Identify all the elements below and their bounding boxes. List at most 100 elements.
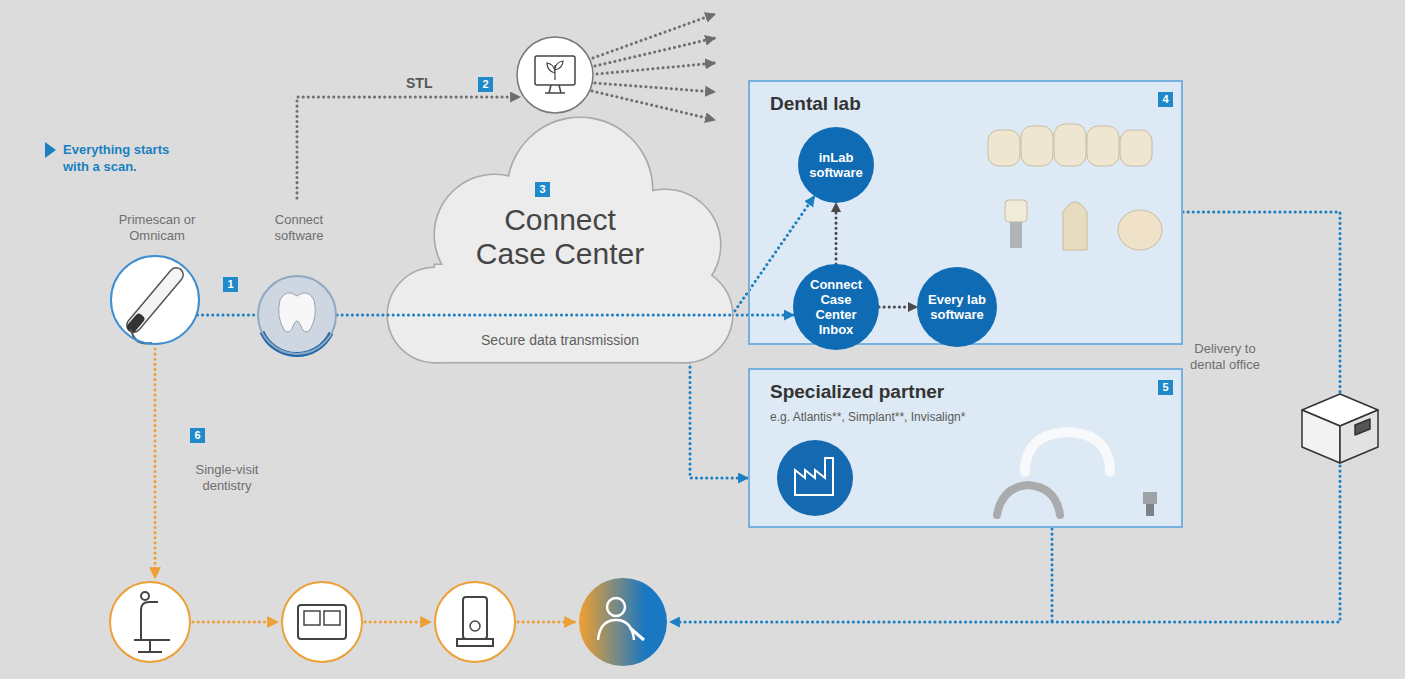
scanner-icon bbox=[111, 256, 199, 344]
workflow-label: Single-visit dentistry bbox=[183, 462, 271, 494]
parcel-node: Delivery to dental office bbox=[1300, 393, 1380, 465]
cloud-title: Connect Case Center bbox=[470, 203, 650, 271]
box-fill bbox=[748, 80, 1183, 528]
text-slot: e.g. Atlantis**, Simplant**, Invisalign* bbox=[770, 410, 1110, 425]
furnace-icon bbox=[470, 621, 480, 631]
software-circle: inLab software bbox=[798, 127, 874, 203]
monitor-icon bbox=[517, 37, 593, 113]
software-circle: Every lab software bbox=[917, 267, 997, 347]
circle-label: inLab software bbox=[805, 150, 867, 180]
callout-badge: 6 bbox=[190, 428, 205, 443]
label-slot: Everything starts with a scan. bbox=[63, 141, 181, 175]
scanner-icon bbox=[131, 329, 152, 343]
patient-icon bbox=[607, 598, 625, 616]
furnace-icon bbox=[463, 597, 487, 639]
delivery-line bbox=[1051, 529, 1054, 622]
partner-products bbox=[1146, 504, 1154, 516]
callout-number: 5 bbox=[1158, 380, 1173, 395]
partner-products bbox=[997, 485, 1060, 515]
parcel-face bbox=[1340, 410, 1378, 463]
chair-icon bbox=[110, 582, 190, 662]
text-slot: Delivery to dental office bbox=[1175, 341, 1275, 373]
lab-restorations bbox=[1010, 222, 1022, 248]
callout-number: 1 bbox=[223, 277, 238, 292]
format-label: STL bbox=[406, 75, 446, 92]
callout-number: 3 bbox=[535, 182, 550, 197]
partner-products bbox=[1143, 492, 1157, 504]
flow-connector bbox=[879, 306, 917, 309]
software-circle: Connect software bbox=[257, 275, 337, 355]
patient-icon bbox=[598, 620, 634, 640]
partner-products bbox=[795, 458, 833, 495]
transmission-line bbox=[388, 314, 732, 317]
scanner-circle: Primescan or Omnicam bbox=[110, 255, 200, 345]
text-slot: Connect Case Center bbox=[470, 203, 650, 271]
monitor-icon bbox=[545, 85, 565, 93]
lab-restorations bbox=[1118, 210, 1162, 250]
software-label: Connect software bbox=[264, 212, 334, 244]
flow-connector bbox=[690, 362, 748, 478]
patient-icon bbox=[630, 628, 644, 640]
text-slot: Secure data transmission bbox=[410, 331, 710, 349]
flow-connector bbox=[732, 314, 794, 317]
delivery-line bbox=[670, 466, 1340, 622]
start-triangle bbox=[45, 142, 56, 158]
export-rays bbox=[592, 91, 715, 120]
export-rays bbox=[595, 83, 715, 92]
export-rays bbox=[592, 14, 715, 120]
single-visit-line bbox=[155, 349, 575, 622]
text-slot: Connect software bbox=[264, 212, 334, 244]
cloud-subtitle: Secure data transmission bbox=[410, 331, 710, 349]
lab-restorations bbox=[1087, 126, 1119, 166]
chair-icon bbox=[110, 582, 190, 662]
lab-restorations bbox=[1120, 130, 1152, 166]
furnace-icon bbox=[435, 582, 515, 662]
single-visit-line bbox=[154, 349, 157, 578]
parcel-outline bbox=[1300, 393, 1380, 465]
partner-products bbox=[1025, 432, 1110, 472]
software-icon bbox=[258, 276, 336, 354]
monitor-icon bbox=[517, 37, 593, 113]
lab-restorations bbox=[1021, 126, 1053, 166]
software-icon bbox=[262, 332, 331, 355]
single-visit-line bbox=[365, 621, 431, 624]
lab-restorations bbox=[1063, 202, 1087, 250]
mill-icon bbox=[324, 611, 340, 625]
parcel-face bbox=[1302, 410, 1340, 463]
monitor-icon bbox=[535, 56, 575, 85]
mill-icon bbox=[282, 582, 362, 662]
chair-icon bbox=[134, 602, 170, 652]
group-title: Dental lab bbox=[770, 92, 990, 116]
flow-connector bbox=[835, 203, 838, 264]
lab-restorations bbox=[1005, 200, 1027, 222]
export-rays bbox=[597, 63, 715, 74]
text-slot: Every lab software bbox=[926, 292, 988, 322]
lab-restorations bbox=[988, 124, 1162, 250]
mill-icon bbox=[282, 582, 362, 662]
flow-connector bbox=[337, 314, 388, 317]
group-box: Dental lab inLab softwareConnect Case Cen… bbox=[748, 80, 1183, 345]
flow-connector bbox=[197, 314, 257, 317]
callout-number: 2 bbox=[478, 77, 493, 92]
text-slot: Connect Case Center Inbox bbox=[805, 277, 867, 337]
cloud-stroke bbox=[388, 118, 732, 362]
parcel-face bbox=[1355, 419, 1370, 435]
inbox-circle: Connect Case Center Inbox bbox=[793, 264, 879, 350]
scanner-icon bbox=[125, 312, 146, 334]
partner-products bbox=[777, 440, 853, 516]
device-label: Primescan or Omnicam bbox=[102, 212, 212, 244]
callout-number: 4 bbox=[1158, 92, 1173, 107]
delivery-label: Delivery to dental office bbox=[1175, 341, 1275, 373]
monitor-icon bbox=[547, 61, 563, 80]
box-fill bbox=[748, 368, 1183, 528]
patient-icon bbox=[579, 578, 667, 666]
callout-badge: 3 bbox=[535, 182, 550, 197]
chair-icon bbox=[141, 592, 149, 600]
furnace-icon bbox=[435, 582, 515, 662]
group-box: Specialized partnere.g. Atlantis**, Simp… bbox=[748, 368, 1183, 528]
software-icon bbox=[258, 276, 336, 355]
label-slot: STL bbox=[406, 75, 446, 92]
circle-label: Connect Case Center Inbox bbox=[805, 277, 867, 337]
label-slot: Single-visit dentistry bbox=[183, 462, 271, 494]
start-triangle bbox=[45, 142, 56, 158]
